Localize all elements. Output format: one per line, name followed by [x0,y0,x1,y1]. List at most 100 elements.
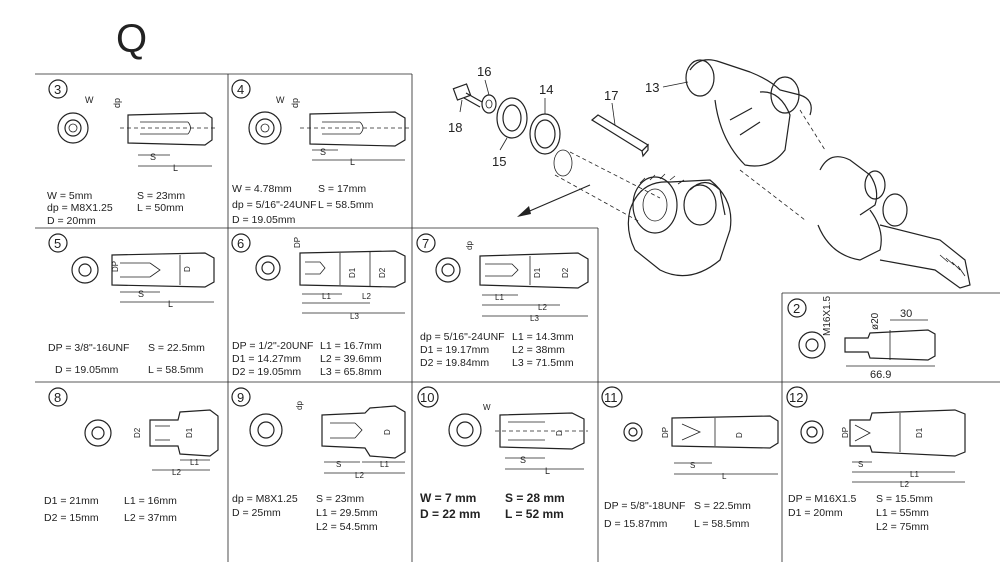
dim-label-dp: dp [290,98,300,108]
dim-label-l2: L2 [172,468,181,477]
callout-17: 17 [604,88,618,103]
dim-label-w: W [276,95,285,105]
spec-l1: L1 = 16.7mm [320,340,382,352]
spec-dp: DP = M16X1.5 [788,493,857,505]
spec-d1: D1 = 21mm [44,495,99,507]
panel-12: 12 DP D1 S L1 L2 DP = M16X1.5 S = 15.5mm… [786,386,966,533]
dim-label-dp: dp [295,401,304,410]
spec-l1: L1 = 55mm [876,507,929,519]
panel-3: 3 W dp S L W = 5mm S = 23mm dp = M8X1.25… [47,79,215,227]
dim-label-d2: D2 [378,267,387,278]
dim-label-d: D [555,430,564,436]
spec-dp: DP = 3/8"-16UNF [48,342,129,354]
panel-4: 4 W dp S L W = 4.78mm S = 17mm dp = 5/16… [231,79,410,226]
dim-label-s: S [336,460,341,469]
panel-number: 7 [422,236,429,251]
dim-label-thread: M16X1.5 [822,296,833,336]
spec-dp: dp = M8X1.25 [232,493,298,505]
dim-label-d2: D2 [133,427,142,438]
panel-2: 2 M16X1.5 ø20 30 66.9 [787,296,936,381]
spec-s: S = 15.5mm [876,493,933,505]
panel-number: 9 [237,390,244,405]
dim-label-30: 30 [900,308,912,320]
spec-l: L = 52 mm [505,507,564,521]
spec-l1: L1 = 29.5mm [316,507,378,519]
dim-label-l2: L2 [538,303,547,312]
spec-l1: L1 = 16mm [124,495,177,507]
dim-label-dp: DP [841,427,850,438]
dim-label-d: D [735,432,744,438]
spec-dp: dp = 5/16"-24UNF [420,331,505,343]
spec-l2: L2 = 75mm [876,521,929,533]
spec-dp: DP = 5/8"-18UNF [604,500,685,512]
exploded-crankshaft-view: 16 18 15 14 17 13 [448,59,971,289]
dim-label-l2: L2 [355,471,364,480]
dim-label-diameter: ø20 [870,312,881,330]
spec-l2: L2 = 54.5mm [316,521,378,533]
dim-label-dp: dp [112,98,122,108]
dim-label-l: L [545,466,550,476]
dim-label-l3: L3 [350,312,359,321]
spec-d1: D1 = 20mm [788,507,843,519]
panel-5: 5 DP D S L DP = 3/8"-16UNF S = 22.5mm D … [48,233,215,376]
panel-number: 6 [237,236,244,251]
spec-d1: D1 = 19.17mm [420,344,489,356]
dim-label-d: D [383,429,392,435]
callout-13: 13 [645,80,659,95]
panel-number: 3 [54,82,61,97]
panel-11: 11 DP D S L DP = 5/8"-18UNF S = 22.5mm D… [601,386,779,530]
panel-number: 12 [789,390,803,405]
spec-l2: L2 = 38mm [512,344,565,356]
panel-grid [35,73,1000,562]
panel-number: 10 [420,390,434,405]
dim-label-d1: D1 [185,427,194,438]
seal-ring-icon [529,113,561,155]
dim-label-d1: D1 [915,427,924,438]
dim-label-s: S [150,152,156,162]
spec-d: D = 19.05mm [232,214,296,226]
spec-d: D = 15.87mm [604,518,668,530]
spec-l3: L3 = 65.8mm [320,366,382,378]
dim-label-dp: DP [661,427,670,438]
callout-14: 14 [539,82,553,97]
crankshaft-assembly [627,59,971,289]
spec-l: L = 58.5mm [694,518,750,530]
spec-d1: D1 = 14.27mm [232,353,301,365]
panel-7: 7 dp D1 D2 L1 L2 L3 dp = 5/16"-24UNF L1 … [416,233,589,369]
spacer-ring-icon [496,97,528,139]
panel-10: 10 W D S L W = 7 mm S = 28 mm D = 22 mm … [417,386,588,521]
dim-label-d1: D1 [348,267,357,278]
dim-label-d: D [183,266,192,272]
spec-d2: D2 = 19.05mm [232,366,301,378]
dim-label-l1: L1 [910,470,919,479]
callout-18: 18 [448,120,462,135]
dim-label-l1: L1 [380,460,389,469]
dim-label-w: W [85,95,94,105]
callout-15: 15 [492,154,506,169]
dim-label-dp: dp [465,241,474,250]
dim-label-l1: L1 [322,292,331,301]
dim-label-l1: L1 [495,293,504,302]
dim-label-s: S [690,461,695,470]
spec-w: W = 5mm [47,190,92,202]
spec-l1: L1 = 14.3mm [512,331,574,343]
spec-s: S = 23mm [137,190,185,202]
spec-d: D = 22 mm [420,507,480,521]
callout-16: 16 [477,64,491,79]
spec-dp: dp = 5/16"-24UNF [232,199,317,211]
dim-label-l: L [350,157,355,167]
spec-l: L = 58.5mm [148,364,204,376]
dim-label-l: L [722,472,727,481]
dim-label-dp: DP [111,261,120,272]
spec-l: L = 50mm [137,202,184,214]
dim-label-s: S [138,289,144,299]
bolt-icon [452,83,483,108]
panel-number: 2 [793,301,800,316]
panel-number: 8 [54,390,61,405]
dim-label-l1: L1 [190,458,199,467]
washer-icon [481,94,497,114]
dim-label-l: L [168,299,173,309]
spec-d: D = 20mm [47,215,96,227]
spec-l3: L3 = 71.5mm [512,357,574,369]
